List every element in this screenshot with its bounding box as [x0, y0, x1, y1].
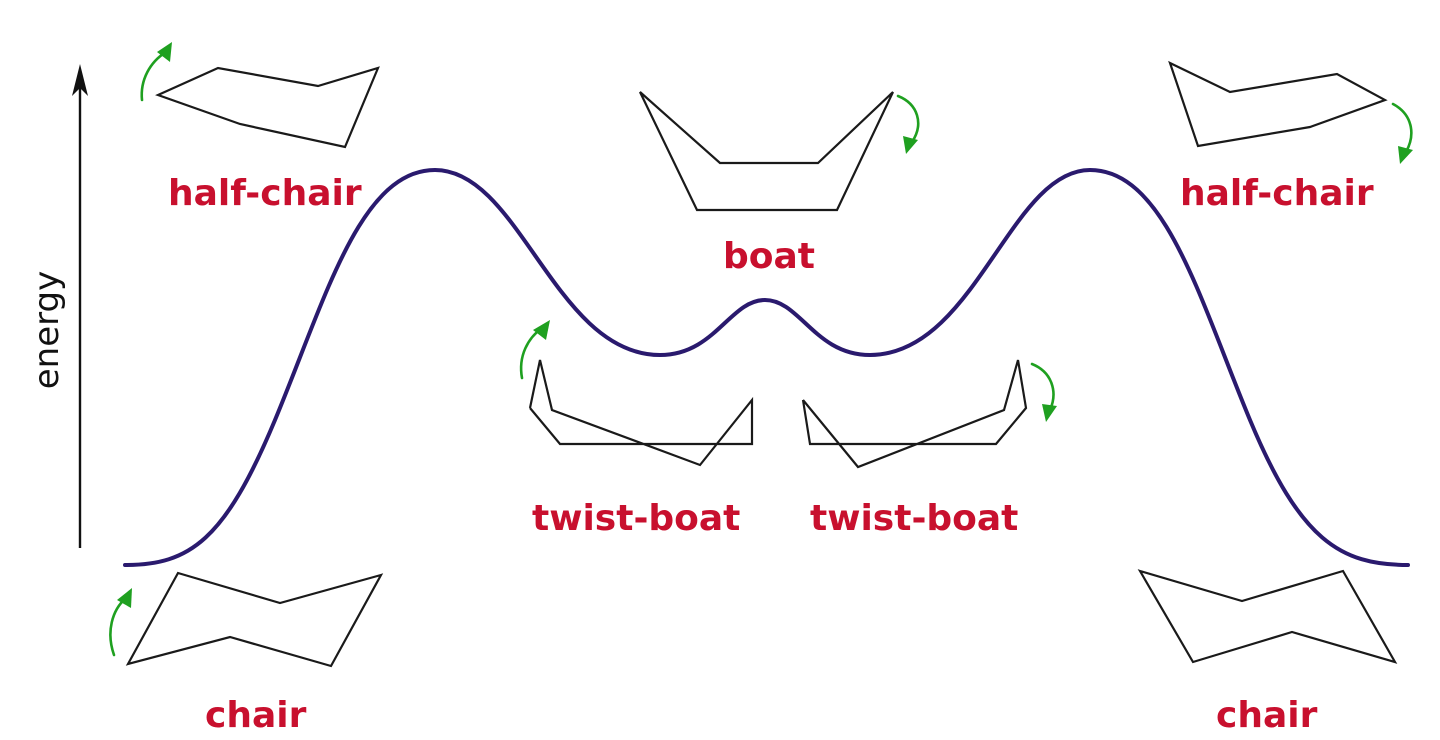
chair-right-structure [1137, 569, 1398, 664]
half-chair-left-label: half-chair [168, 173, 362, 214]
ring-rotation-arrow-icon [1030, 362, 1055, 412]
energy-axis-label: energy [27, 271, 67, 389]
twist-boat-left-structure [519, 320, 754, 467]
energy-axis: energy [27, 64, 88, 548]
half-chair-right-structure [1168, 60, 1413, 164]
boat-label: boat [723, 236, 815, 277]
chair-left-structure [109, 571, 384, 668]
chair-left-label: chair [205, 695, 307, 736]
boat-structure [639, 91, 920, 212]
twist-boat-right-structure [801, 359, 1057, 469]
twist-boat-right-label: twist-boat [810, 498, 1018, 539]
chair-right-label: chair [1216, 695, 1318, 736]
half-chair-right-label: half-chair [1180, 173, 1374, 214]
energy-profile-curve [123, 167, 1410, 567]
half-chair-left-structure [140, 42, 380, 149]
energy-axis-arrowhead [72, 64, 88, 96]
ring-rotation-arrow-icon [896, 94, 920, 144]
twist-boat-left-label: twist-boat [532, 498, 740, 539]
ring-rotation-arrow-icon [1391, 102, 1413, 154]
ring-rotation-arrow-icon [109, 596, 128, 657]
